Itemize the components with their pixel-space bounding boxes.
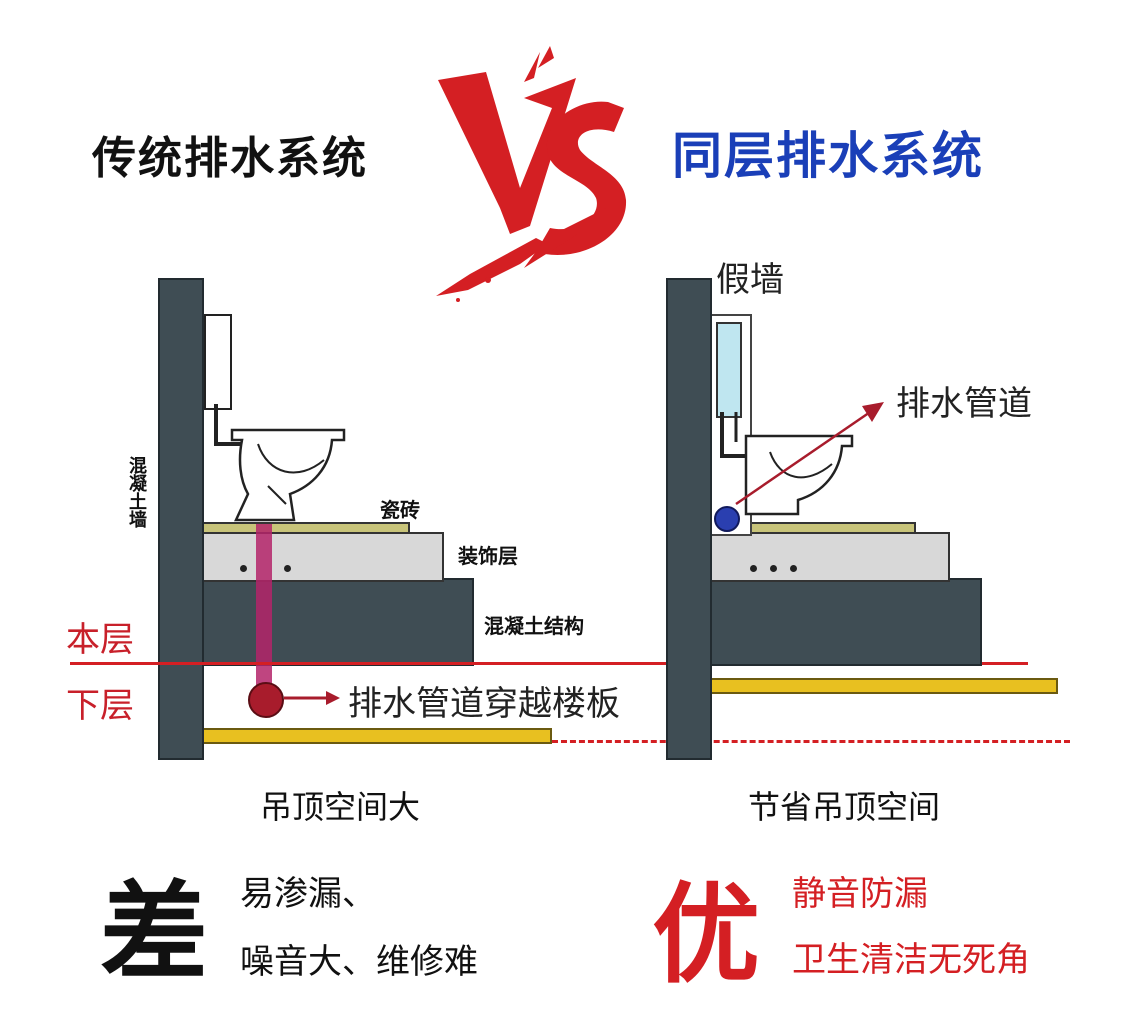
right-concrete-structure xyxy=(708,578,982,666)
flush-pipe xyxy=(214,404,250,446)
toilet-tank xyxy=(204,314,232,410)
drain-pipe xyxy=(256,524,272,692)
pipe-note: 排水管道穿越楼板 xyxy=(348,684,620,724)
wall-hung-toilet xyxy=(744,434,854,516)
decor-dot xyxy=(790,565,797,572)
decor-layer xyxy=(200,532,444,582)
tile-label: 瓷砖 xyxy=(380,498,420,522)
toilet-bowl xyxy=(230,428,346,522)
decor-label: 装饰层 xyxy=(458,544,518,568)
pipe-elbow xyxy=(248,682,284,718)
decor-dot xyxy=(240,565,247,572)
good-line-2: 卫生清洁无死角 xyxy=(792,940,1030,980)
decor-dot xyxy=(770,565,777,572)
false-wall-label: 假墙 xyxy=(716,260,784,300)
right-ceiling-board xyxy=(708,678,1058,694)
right-concrete-wall xyxy=(666,278,712,760)
floor-divider-line xyxy=(70,662,1028,665)
wall-label: 混凝土墙 xyxy=(126,456,147,528)
lower-ceiling-board xyxy=(200,728,552,744)
decor-dot xyxy=(284,565,291,572)
left-caption: 吊顶空间大 xyxy=(260,788,421,826)
concealed-pipes xyxy=(720,412,750,458)
pipe-label: 排水管道 xyxy=(896,384,1032,424)
decor-dot xyxy=(750,565,757,572)
pipe-label-arrow xyxy=(735,402,884,506)
pipe-note-arrow xyxy=(284,691,340,705)
good-char: 优 xyxy=(652,873,761,998)
bad-char: 差 xyxy=(100,871,209,996)
concrete-structure xyxy=(200,578,474,666)
title-traditional: 传统排水系统 xyxy=(92,133,368,184)
bad-line-1: 易渗漏、 xyxy=(240,874,376,914)
drain-outlet xyxy=(714,506,740,532)
lower-floor-label: 下层 xyxy=(66,686,134,726)
concealed-cistern xyxy=(716,322,742,418)
concrete-wall xyxy=(158,278,204,760)
lower-dashed-line xyxy=(552,740,1070,743)
concrete-label: 混凝土结构 xyxy=(484,614,584,638)
right-tile-layer xyxy=(748,522,916,534)
bad-line-2: 噪音大、维修难 xyxy=(240,942,478,982)
right-decor-layer xyxy=(708,532,950,582)
title-same-floor: 同层排水系统 xyxy=(672,127,984,185)
this-floor-label: 本层 xyxy=(66,620,134,660)
right-caption: 节省吊顶空间 xyxy=(748,788,941,826)
vs-logo xyxy=(436,46,627,302)
good-line-1: 静音防漏 xyxy=(792,874,928,914)
